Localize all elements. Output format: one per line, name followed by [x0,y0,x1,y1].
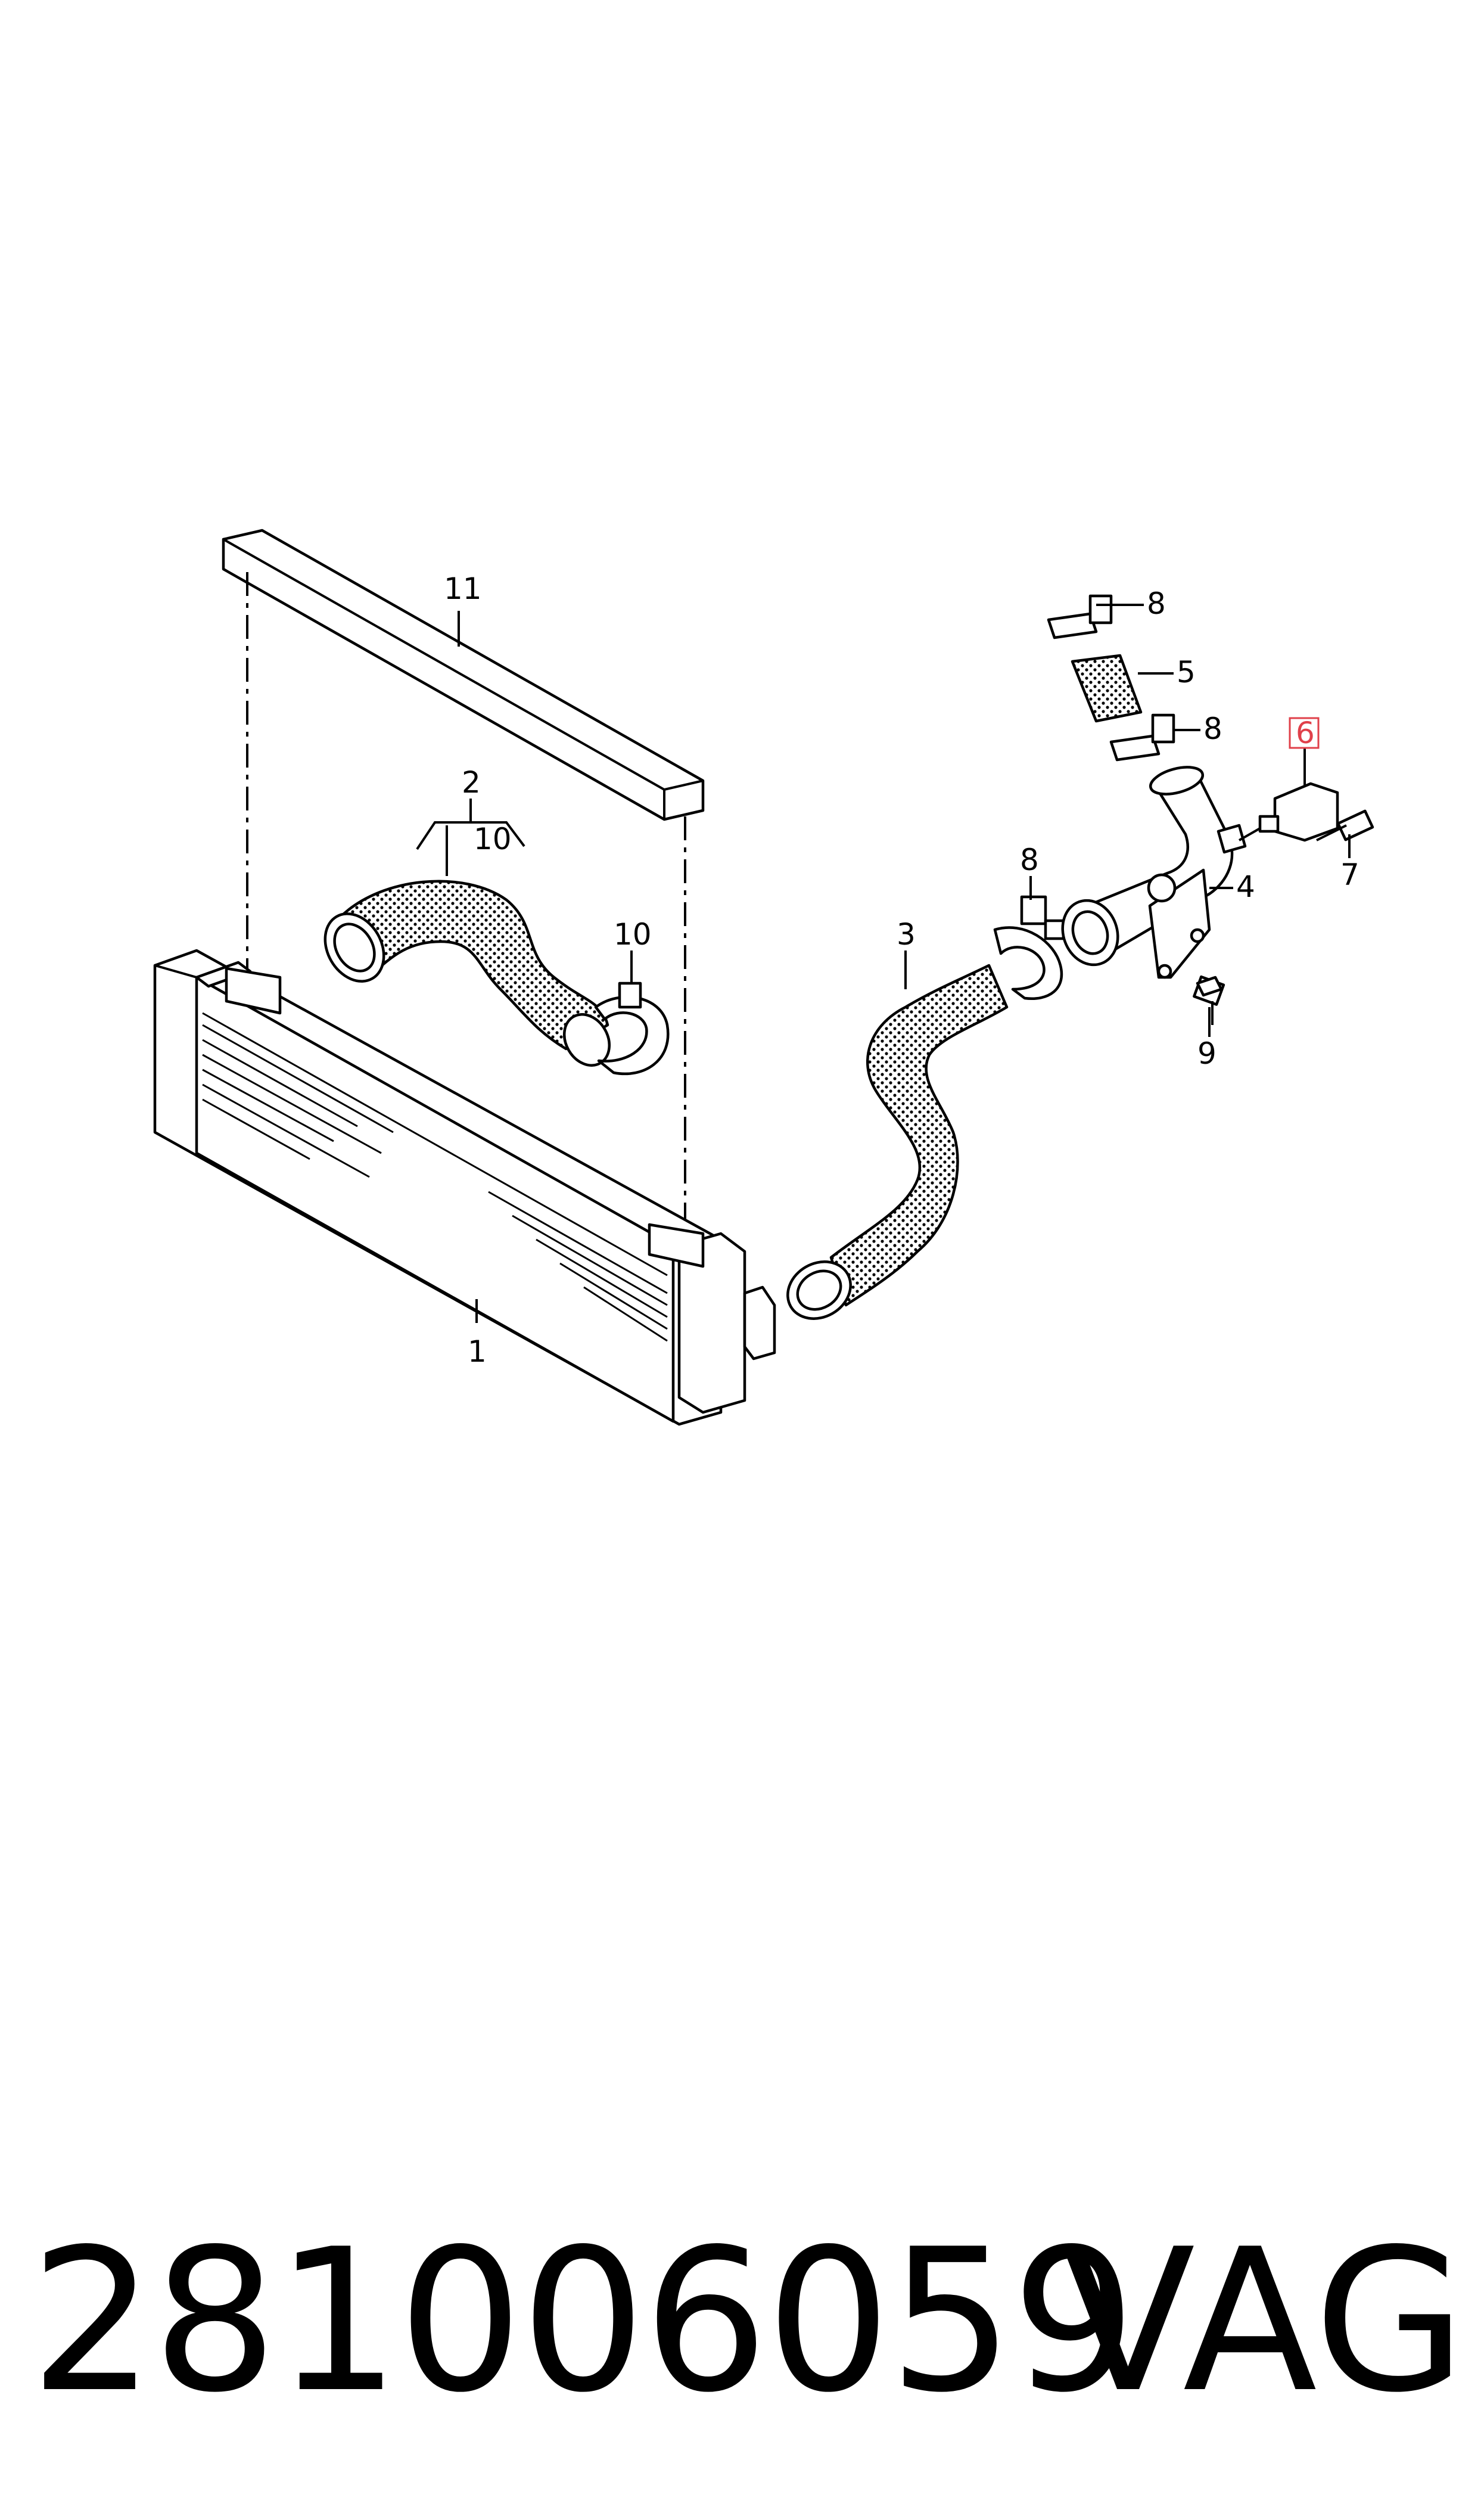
callout-4: 4 [1236,869,1255,904]
part-6-pressure-sensor [1239,782,1339,842]
part-8-clamp-lower [993,895,1065,1000]
callout-10-clamp: 10 [614,917,652,952]
part-1-intercooler [153,949,776,1426]
callout-7: 7 [1340,858,1359,892]
part-11-seal-strip [222,529,705,1240]
part-2-charge-hose [323,880,611,1067]
part-5-gasket [1071,654,1143,723]
callout-8-middle: 8 [1203,712,1222,746]
callout-5: 5 [1177,655,1196,689]
callout-6-highlight-box [1289,717,1320,749]
part-8-bolt-middle [1109,713,1175,762]
part-9-bolt [1193,975,1225,1025]
callout-9: 9 [1197,1036,1217,1071]
part-8-bolt-top [1047,594,1113,639]
callout-6: 6 [1296,716,1315,750]
callout-labels: 11 2 10 10 1 3 8 8 5 8 4 9 7 6 [444,571,1359,1369]
part-7-screw [1316,809,1374,841]
callout-3: 3 [897,917,916,952]
part-number: 281006059 [30,2207,1137,2436]
callout-1: 1 [468,1334,487,1369]
callout-8-top: 8 [1147,586,1166,621]
part-4-charge-pipe [1061,766,1247,979]
brand-name: VAG [1060,2207,1466,2436]
callout-2: 2 [462,765,481,800]
leader-lines [416,604,1351,1323]
part-10-hose-clamp [594,981,670,1076]
callout-8-lower: 8 [1020,843,1039,877]
callout-10-upper: 10 [474,822,512,856]
part-3-charge-hose [786,964,1009,1320]
callout-11: 11 [444,571,482,606]
